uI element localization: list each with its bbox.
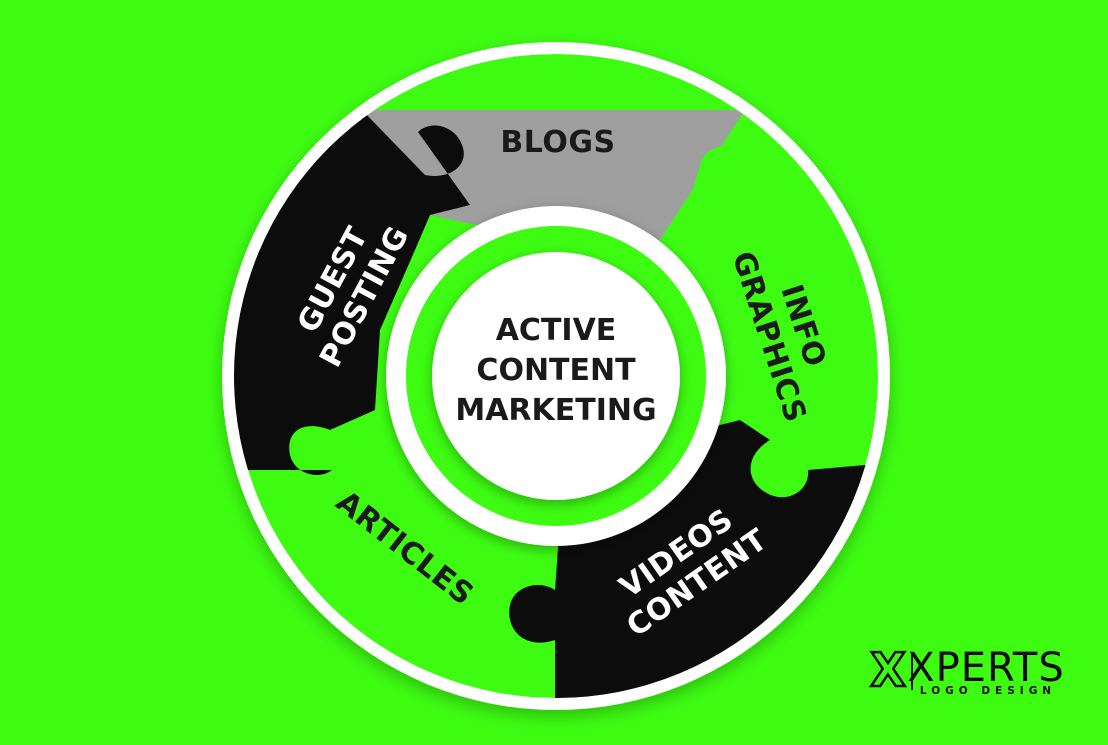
segment-label-blogs: BLOGS [500, 125, 615, 160]
logo-name: XPERTS [907, 645, 1065, 691]
center-disc [432, 252, 680, 500]
xperts-logo: X XPERTS LOGO DESIGN [869, 642, 1065, 699]
center-label-line-3: MARKETING [455, 393, 656, 428]
logo-tagline: LOGO DESIGN [920, 685, 1056, 697]
logo-mark: X [870, 643, 905, 697]
center-label-line-2: CONTENT [476, 353, 636, 388]
center-label-line-1: ACTIVE [496, 313, 617, 348]
info-graphics-knob [690, 145, 754, 205]
